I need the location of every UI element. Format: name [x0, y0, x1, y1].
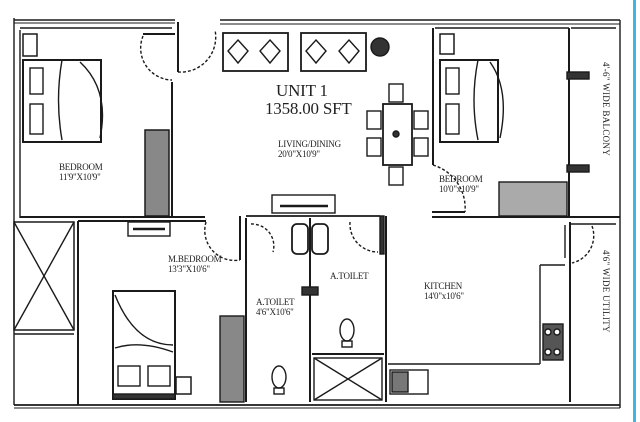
- room-name: LIVING/DINING: [278, 139, 341, 149]
- unit-title: UNIT 1: [276, 81, 328, 100]
- bedroom-1-walls: [20, 22, 217, 218]
- kitchen-walls: [388, 264, 565, 395]
- room-label-toilet-2: A.TOILET: [330, 271, 369, 281]
- living-furniture: [222, 32, 429, 214]
- utility-label: 4'6" WIDE UTILITY: [601, 250, 611, 333]
- outer-walls: [13, 18, 621, 409]
- room-size: 4'6"X10'6": [256, 306, 294, 317]
- balcony-utility-walls: [564, 27, 616, 402]
- room-size: 20'0"X10'9": [278, 148, 320, 159]
- balcony-label: 4'-6" WIDE BALCONY: [601, 62, 611, 157]
- toilet-walls: [245, 215, 387, 402]
- edge-accent-line: [633, 0, 636, 422]
- unit-area: 1358.00 SFT: [265, 99, 352, 118]
- room-size: 14'0"x10'6": [424, 290, 464, 301]
- room-name: KITCHEN: [424, 281, 463, 291]
- room-name: BEDROOM: [439, 174, 483, 184]
- master-bedroom-walls: [78, 216, 245, 403]
- room-size: 10'0"x10'9": [439, 183, 479, 194]
- shaft: [13, 221, 79, 405]
- room-name: A.TOILET: [256, 297, 295, 307]
- room-size: 11'9"X10'9": [59, 171, 101, 182]
- room-size: 13'3"X10'6": [168, 263, 210, 274]
- room-name: BEDROOM: [59, 162, 103, 172]
- room-name: M.BEDROOM: [168, 254, 222, 264]
- bedroom-2-walls: [432, 27, 620, 218]
